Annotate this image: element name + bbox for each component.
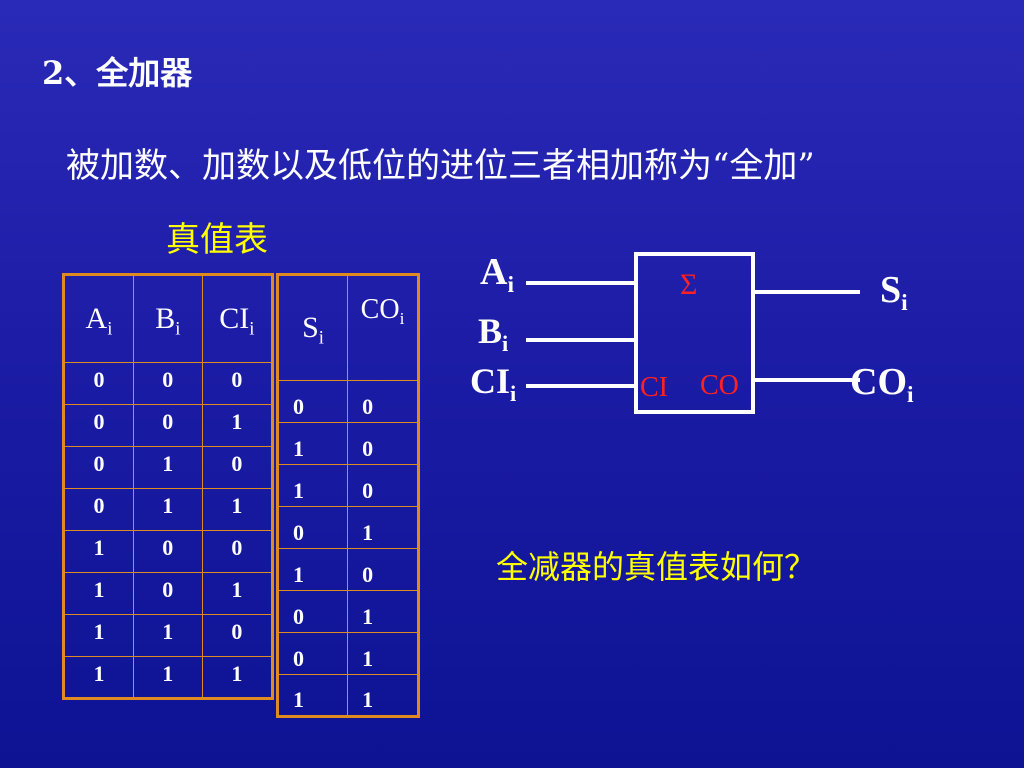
truth-table-title: 真值表 [166,220,268,260]
cell: 0 [347,422,419,465]
input-label-ci: CIi [470,361,517,406]
cell: 0 [201,362,274,405]
cell: 0 [347,548,419,591]
cell: 1 [347,506,419,549]
cell: 1 [276,464,349,507]
output-label-co: COi [850,361,914,409]
cell: 1 [63,530,134,573]
cell: 1 [347,590,419,633]
cell: 1 [276,674,349,717]
input-label-a: Ai [480,251,514,299]
sigma-symbol: Σ [680,268,698,301]
cell: 0 [276,632,349,675]
cell: 0 [347,464,419,507]
cell: 0 [201,530,274,573]
input-label-b: Bi [478,311,509,356]
cell: 1 [201,404,274,447]
question-text: 全减器的真值表如何？ [496,548,817,586]
cell: 0 [276,380,349,423]
cell: 0 [63,488,134,531]
cell: 0 [276,506,349,549]
header-ci: CIi [201,274,274,363]
cell: 1 [347,632,419,675]
adder-block [634,252,755,414]
cell: 1 [63,614,134,657]
cell: 1 [132,488,203,531]
cell: 0 [132,572,203,615]
cell: 0 [132,404,203,447]
header-b: Bi [132,274,203,363]
cell: 1 [201,572,274,615]
cell: 0 [63,404,134,447]
output-label-s: Si [880,269,908,317]
cell: 0 [201,446,274,489]
ci-pin-label: CI [640,372,668,403]
table-header-row: Si COi [276,274,419,381]
cell: 1 [63,572,134,615]
cell: 1 [63,656,134,699]
cell: 1 [201,488,274,531]
cell: 1 [347,674,419,717]
cell: 1 [132,446,203,489]
cell: 0 [276,590,349,633]
cell: 0 [347,380,419,423]
header-a: Ai [63,274,134,363]
cell: 0 [132,530,203,573]
full-adder-diagram [526,252,860,414]
cell: 1 [276,548,349,591]
cell: 0 [63,446,134,489]
table-header-row: Ai Bi CIi [63,274,274,363]
description-text: 被加数、加数以及低位的进位三者相加称为“全加” [66,146,815,186]
section-heading: 2、全加器 [42,54,193,92]
cell: 1 [201,656,274,699]
header-co: COi [347,274,419,381]
cell: 0 [63,362,134,405]
header-s: Si [276,274,349,381]
cell: 0 [132,362,203,405]
co-pin-label: CO [700,370,739,401]
cell: 1 [276,422,349,465]
cell: 1 [132,656,203,699]
cell: 0 [201,614,274,657]
cell: 1 [132,614,203,657]
